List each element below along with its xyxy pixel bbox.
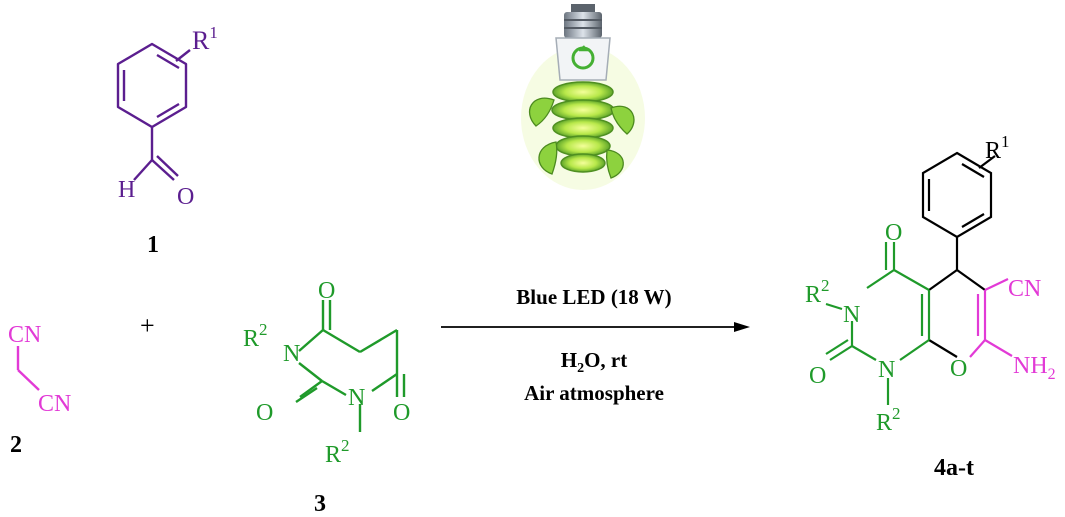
barbiturate-o-left: O	[256, 400, 273, 426]
product-nh2-label: NH2	[1013, 353, 1056, 383]
product-o-top: O	[885, 220, 902, 246]
barbiturate-r2-top: R2	[243, 320, 268, 352]
product-pyran-ring	[928, 269, 986, 358]
condition-solvent: H2O, rt	[561, 348, 628, 376]
product-o-left: O	[809, 363, 826, 389]
compound-1-number: 1	[147, 232, 159, 258]
product-cn-label: CN	[1008, 276, 1041, 302]
product-n-bottom: N	[878, 357, 895, 383]
aldehyde-o-label: O	[177, 184, 194, 210]
plus-sign: +	[140, 311, 155, 340]
reaction-arrow-icon	[441, 322, 750, 332]
barbiturate-n-top: N	[283, 341, 300, 367]
compound-2-number: 2	[10, 432, 22, 458]
aldehyde-h-label: H	[118, 177, 135, 203]
compound-3-number: 3	[314, 491, 326, 517]
malononitrile-cn-top: CN	[8, 322, 41, 348]
barbiturate-o-top: O	[318, 278, 335, 304]
malononitrile-cn-bottom: CN	[38, 391, 71, 417]
product-n-top: N	[843, 302, 860, 328]
condition-atmosphere: Air atmosphere	[524, 381, 664, 405]
product-enaminonitrile	[969, 278, 1013, 358]
product-aryl-ring	[921, 151, 996, 270]
product-r2-bottom: R2	[876, 404, 901, 436]
product-r2-top: R2	[805, 276, 830, 308]
product-pyrimidine-ring	[825, 242, 931, 405]
product-r1-label: R1	[985, 132, 1010, 164]
condition-light-source: Blue LED (18 W)	[516, 285, 671, 309]
eco-light-bulb-icon	[521, 4, 645, 190]
product-ring-o: O	[950, 356, 967, 382]
product-label: 4a-t	[934, 455, 974, 481]
barbiturate-n-bottom: N	[348, 385, 365, 411]
barbiturate-o-right: O	[393, 400, 410, 426]
barbiturate-r2-bottom: R2	[325, 436, 350, 468]
aldehyde-r1-label: R1	[192, 23, 218, 55]
compound-3-barbiturate	[295, 300, 406, 432]
compound-1-aldehyde	[116, 42, 191, 181]
compound-2-malononitrile	[16, 346, 40, 391]
